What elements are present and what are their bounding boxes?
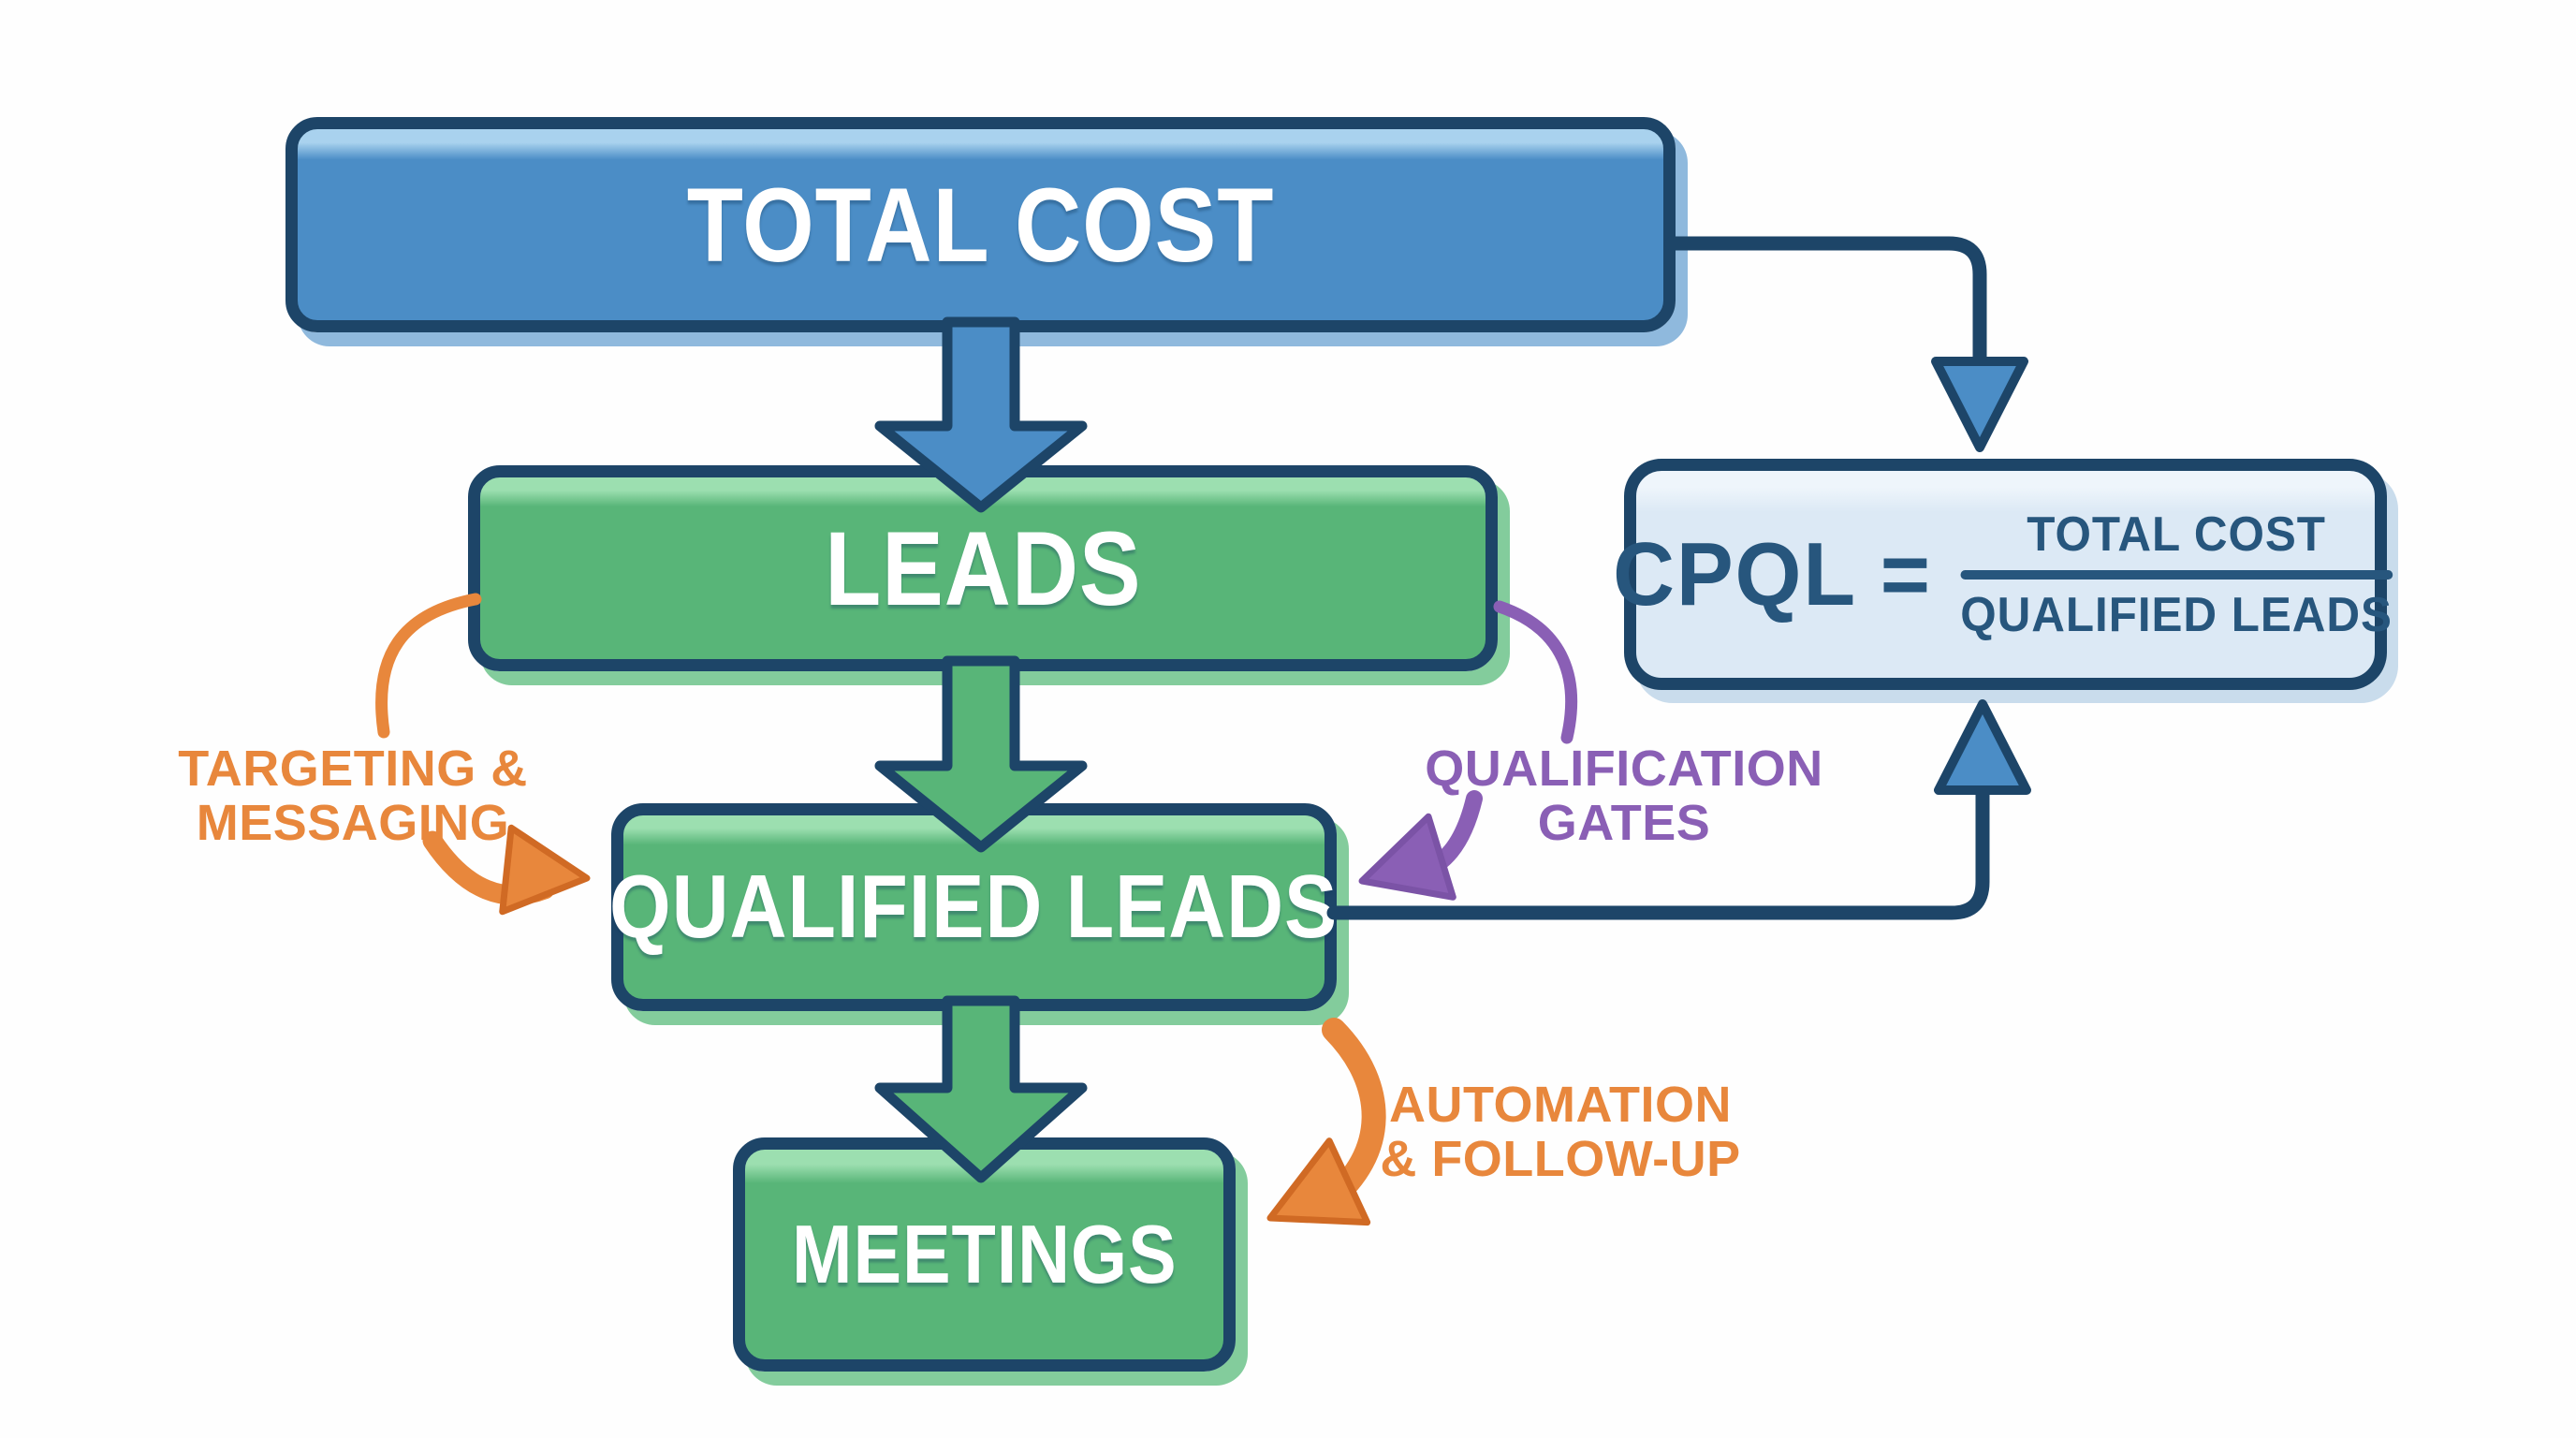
- formula-equals: =: [1880, 523, 1933, 624]
- formula-fraction: TOTAL COST QUALIFIED LEADS: [1955, 506, 2398, 643]
- annotation-qualification-line1: QUALIFICATION: [1425, 741, 1823, 797]
- formula-lhs: CPQL: [1613, 523, 1858, 624]
- connector-totalcost-to-cpql: [1664, 236, 2028, 452]
- node-meetings-label: MEETINGS: [791, 1208, 1178, 1300]
- annotation-targeting-line1: TARGETING &: [178, 741, 528, 797]
- annotation-targeting: TARGETING & MESSAGING: [128, 741, 578, 851]
- formula-denominator: QUALIFIED LEADS: [1960, 587, 2393, 642]
- node-total-cost: TOTAL COST: [285, 117, 1676, 332]
- annotation-targeting-line2: MESSAGING: [196, 794, 510, 851]
- cpql-formula-panel: CPQL = TOTAL COST QUALIFIED LEADS: [1613, 459, 2393, 690]
- fraction-bar: [1960, 569, 2393, 580]
- annotation-qualification-line2: GATES: [1537, 794, 1711, 851]
- curve-leads-to-targeting: [375, 593, 482, 739]
- annotation-automation-line2: & FOLLOW-UP: [1380, 1130, 1741, 1187]
- node-qualified-leads-label: QUALIFIED LEADS: [609, 857, 1339, 957]
- annotation-automation-line1: AUTOMATION: [1389, 1077, 1732, 1133]
- node-leads-label: LEADS: [824, 509, 1142, 627]
- curve-leads-to-qualification: [1493, 600, 1578, 744]
- cpql-formula: CPQL = TOTAL COST QUALIFIED LEADS: [1613, 506, 2398, 643]
- annotation-automation: AUTOMATION & FOLLOW-UP: [1326, 1078, 1794, 1187]
- annotation-qualification: QUALIFICATION GATES: [1399, 741, 1849, 851]
- formula-numerator: TOTAL COST: [2027, 506, 2327, 562]
- node-leads: LEADS: [468, 465, 1498, 671]
- node-meetings: MEETINGS: [733, 1137, 1236, 1372]
- node-qualified-leads: QUALIFIED LEADS: [609, 803, 1339, 1011]
- node-total-cost-label: TOTAL COST: [686, 166, 1275, 284]
